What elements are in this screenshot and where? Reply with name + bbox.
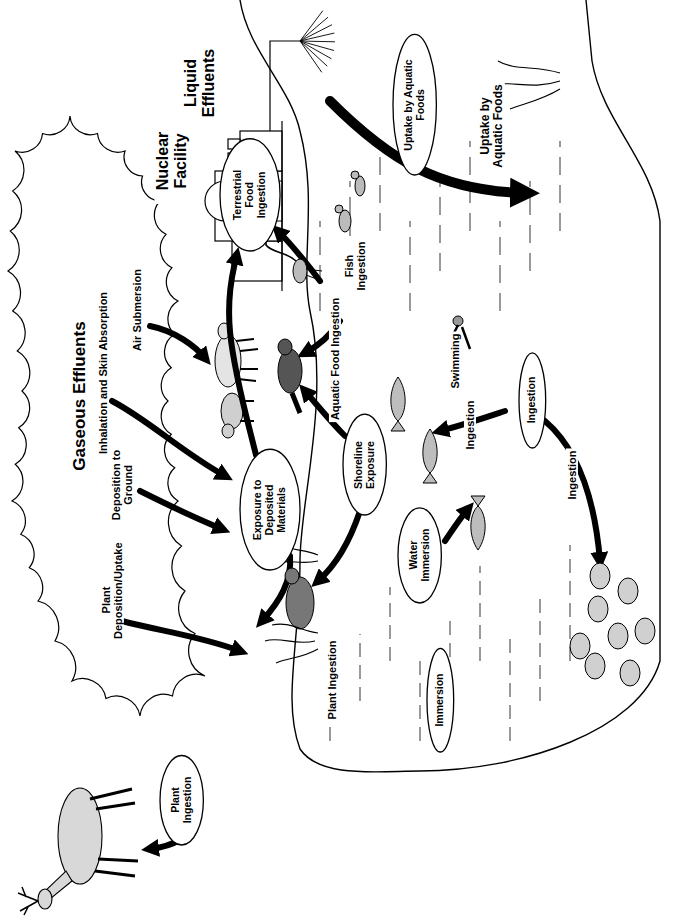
plume-outline bbox=[8, 116, 205, 716]
ellipse-shape bbox=[160, 755, 203, 845]
pathway-label: Uptake by Aquatic Foods bbox=[479, 78, 505, 174]
spray-line bbox=[300, 41, 322, 72]
wave-line bbox=[440, 181, 441, 271]
wave-line bbox=[390, 587, 391, 661]
ellipse-text-box: Immersion bbox=[434, 667, 446, 733]
wave-line bbox=[510, 639, 511, 741]
pathway-ellipse: Plant Ingestion bbox=[159, 754, 204, 846]
pathway-arrows bbox=[112, 101, 600, 849]
plume-cloud bbox=[8, 116, 205, 716]
spray-line bbox=[300, 17, 328, 41]
pathway-ellipse: Exposure to Deposited Materials bbox=[239, 449, 301, 572]
pathway-label: Swimming bbox=[449, 331, 461, 390]
spray-line bbox=[300, 41, 331, 59]
fish-figure bbox=[391, 377, 405, 431]
pathway-label: Liquid Effluents bbox=[182, 39, 217, 127]
wave-line bbox=[360, 634, 361, 701]
ellipse-shape bbox=[519, 352, 546, 447]
clams bbox=[570, 563, 655, 686]
fish-figure bbox=[423, 429, 437, 483]
clam-figure bbox=[590, 563, 610, 589]
pathway-label: Air Submersion bbox=[131, 267, 143, 353]
wave-line bbox=[560, 141, 561, 231]
pathway-label: Ingestion bbox=[464, 399, 476, 452]
pathway-label: Nuclear Facility bbox=[154, 118, 189, 204]
clam-figure bbox=[618, 578, 638, 604]
ellipse-shape bbox=[427, 648, 454, 752]
pathway-label: Plant Ingestion bbox=[326, 639, 338, 722]
pathway-ellipse: Ingestion bbox=[518, 351, 547, 448]
pathway-label: Ingestion bbox=[566, 449, 578, 502]
ellipse-text: Exposure to Deposited Materials bbox=[252, 471, 287, 549]
wave-line bbox=[540, 592, 541, 701]
ellipse-text-box: Exposure to Deposited Materials bbox=[252, 471, 287, 549]
pathway-label: Deposition to Ground bbox=[110, 447, 134, 523]
outfall-spray bbox=[300, 11, 335, 73]
pathway-connector bbox=[229, 256, 256, 455]
beaver bbox=[285, 568, 314, 629]
ellipse-text: Immersion bbox=[434, 667, 446, 733]
ellipse-shape bbox=[240, 450, 300, 571]
clam-figure bbox=[635, 618, 655, 644]
ellipse-text-box: Water Immersion bbox=[408, 525, 432, 585]
pathway-ellipse: Shoreline Exposure bbox=[342, 414, 387, 517]
pathway-label: Aquatic Food Ingestion bbox=[329, 296, 341, 422]
pathway-label: Gaseous Effluents bbox=[71, 319, 90, 472]
pathway-ellipse: Water Immersion bbox=[397, 506, 442, 603]
ellipse-text-box: Plant Ingestion bbox=[170, 772, 194, 828]
ellipse-text: Ingestion bbox=[526, 370, 538, 430]
ellipse-text-box: Ingestion bbox=[526, 370, 538, 430]
clam-figure bbox=[585, 653, 605, 679]
pathway-label: Fish Ingestion bbox=[343, 236, 367, 296]
wave-line bbox=[380, 141, 381, 231]
wave-line bbox=[500, 221, 501, 311]
wave-line bbox=[420, 660, 421, 741]
ellipse-text: Water Immersion bbox=[408, 525, 432, 585]
ellipse-text-box: Shoreline Exposure bbox=[353, 433, 377, 497]
deer bbox=[18, 788, 138, 915]
fish-figure bbox=[471, 496, 485, 550]
pathway-label: Inhalation and Skin Absorption bbox=[97, 290, 109, 456]
clam-figure bbox=[570, 633, 590, 659]
ellipse-text-box: Terrestrial Food Ingestion bbox=[232, 159, 267, 231]
ellipse-text: Shoreline Exposure bbox=[353, 433, 377, 497]
clam-figure bbox=[588, 596, 608, 622]
clam-figure bbox=[608, 623, 628, 649]
ellipse-shape bbox=[393, 35, 436, 176]
wave-line bbox=[480, 566, 481, 661]
spray-line bbox=[300, 11, 323, 41]
raccoon bbox=[278, 339, 302, 413]
ellipse-text: Terrestrial Food Ingestion bbox=[232, 159, 267, 231]
pathway-ellipse: Terrestrial Food Ingestion bbox=[219, 138, 281, 252]
ellipse-shape bbox=[343, 415, 386, 516]
clam-figure bbox=[620, 660, 640, 686]
spray-line bbox=[300, 41, 335, 43]
ellipse-shape bbox=[398, 507, 441, 602]
pathway-ellipse: Immersion bbox=[426, 647, 455, 753]
pathway-label: Plant Deposition/Uptake bbox=[100, 559, 124, 641]
ellipse-shape bbox=[220, 139, 280, 251]
wave-line bbox=[410, 221, 411, 311]
wave-line bbox=[320, 221, 321, 311]
ellipse-text: Plant Ingestion bbox=[170, 772, 194, 828]
pathway-ellipse: Uptake by Aquatic Foods bbox=[392, 34, 437, 177]
shoreline bbox=[240, 0, 660, 772]
nuclear-facility bbox=[205, 41, 300, 291]
ellipse-text-box: Uptake by Aquatic Foods bbox=[403, 59, 427, 151]
spray-line bbox=[300, 41, 334, 51]
ellipse-text: Uptake by Aquatic Foods bbox=[403, 59, 427, 151]
